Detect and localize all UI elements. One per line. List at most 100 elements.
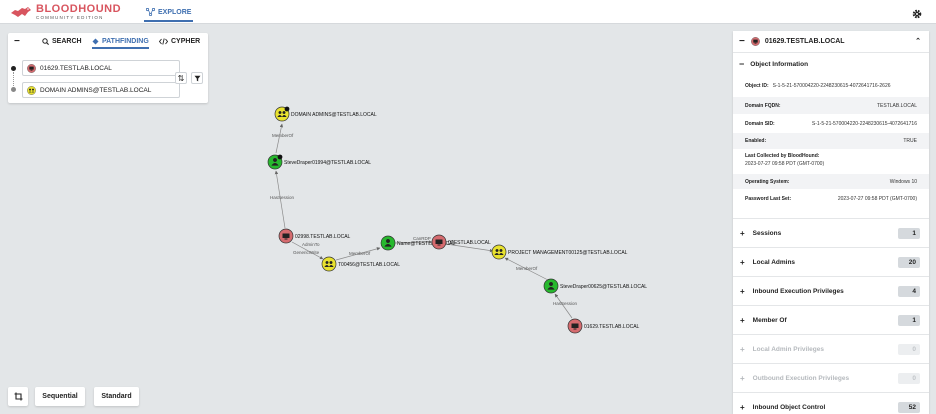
bloodhound-logo-icon [11, 7, 31, 17]
graph-node-group[interactable]: DOMAIN ADMINS@TESTLAB.LOCAL [274, 106, 377, 122]
entity-header: − 01629.TESTLAB.LOCAL ⌃ [733, 31, 929, 53]
gear-icon [912, 9, 922, 19]
graph-node-label: 02998.TESTLAB.LOCAL [295, 234, 351, 240]
entity-title: 01629.TESTLAB.LOCAL [764, 38, 845, 45]
graph-svg: MemberOf HasSession AdminTo GenericWrite… [267, 106, 647, 334]
edge-label: HasSession [270, 195, 295, 200]
section-inbound-object-control[interactable]: + Inbound Object Control 52 [733, 392, 929, 414]
layout-button[interactable] [8, 387, 28, 406]
graph-node-group[interactable]: PROJECT MANAGEMENT00125@TESTLAB.LOCAL [491, 244, 628, 260]
edge-label: GenericWrite [293, 250, 320, 255]
count-badge: 0 [898, 373, 920, 384]
graph-node-computer[interactable]: 01629.TESTLAB.LOCAL [567, 318, 640, 334]
node-badge [284, 106, 290, 112]
edge-label: AdminTo [302, 242, 320, 247]
node-badge [277, 154, 283, 160]
prop-domain-fqdn: Domain FQDN: TESTLAB.LOCAL [733, 97, 929, 114]
nav-explore-label: EXPLORE [158, 8, 192, 16]
group-node-icon [27, 85, 36, 95]
explore-icon [146, 8, 155, 16]
graph-node-label: DOMAIN ADMINS@TESTLAB.LOCAL [291, 112, 377, 118]
nav-explore-tab[interactable]: EXPLORE [144, 4, 194, 22]
start-node-input[interactable]: 01629.TESTLAB.LOCAL [22, 60, 180, 76]
section-local-admin-privileges: + Local Admin Privileges 0 [733, 334, 929, 363]
minus-icon: − [739, 59, 745, 69]
tab-cypher[interactable]: CYPHER [159, 38, 200, 45]
collapse-search-button[interactable]: − [14, 36, 20, 47]
settings-button[interactable] [912, 6, 922, 24]
edge-label: MemberOf [349, 251, 371, 256]
computer-node-icon [27, 63, 36, 73]
end-node-input[interactable]: DOMAIN ADMINS@TESTLAB.LOCAL [22, 82, 180, 98]
prop-password-last-set: Password Last Set: 2023-07-27 09:58 PDT … [745, 195, 917, 202]
brand-name: BLOODHOUND [36, 2, 122, 15]
section-sessions[interactable]: + Sessions 1 [733, 218, 929, 247]
entity-info-panel: − 01629.TESTLAB.LOCAL ⌃ − Object Informa… [733, 31, 929, 414]
edge-label: CanRDP [413, 236, 431, 241]
end-bullet [11, 87, 16, 92]
graph-edge[interactable] [504, 257, 549, 281]
prop-last-collected: Last Collected by BloodHound: 2023-07-27… [745, 153, 825, 167]
collapse-up-icon[interactable]: ⌃ [915, 38, 921, 45]
computer-node-icon [750, 37, 760, 46]
graph-node-label: T00456@TESTLAB.LOCAL [338, 262, 400, 268]
plus-icon: + [740, 286, 745, 296]
count-badge: 20 [898, 257, 920, 268]
count-badge: 1 [898, 315, 920, 326]
start-node-value: 01629.TESTLAB.LOCAL [40, 64, 112, 72]
top-bar: BLOODHOUND COMMUNITY EDITION EXPLORE [0, 0, 936, 24]
graph-node-label: 01629.TESTLAB.LOCAL [584, 324, 640, 330]
graph-node-user[interactable]: Name@TESTLAB.LOCAL [380, 235, 456, 251]
graph-node-group[interactable]: T00456@TESTLAB.LOCAL [321, 256, 400, 272]
graph-edge[interactable] [554, 293, 573, 319]
plus-icon: + [740, 373, 745, 383]
graph-node-label: 0TESTLAB.LOCAL [448, 240, 491, 246]
count-badge: 4 [898, 286, 920, 297]
count-badge: 0 [898, 344, 920, 355]
end-node-value: DOMAIN ADMINS@TESTLAB.LOCAL [40, 86, 152, 94]
object-info-title: Object Information [750, 60, 809, 68]
code-icon [159, 38, 168, 45]
graph-node-computer[interactable]: 02998.TESTLAB.LOCAL [278, 228, 351, 244]
collapse-panel-button[interactable]: − [739, 36, 745, 47]
standard-layout-button[interactable]: Standard [94, 387, 139, 406]
sequential-layout-button[interactable]: Sequential [35, 387, 85, 406]
graph-edge[interactable] [335, 247, 381, 261]
object-info-header[interactable]: − Object Information [733, 53, 929, 75]
graph-canvas[interactable]: MemberOf HasSession AdminTo GenericWrite… [0, 24, 728, 414]
search-tabs: − SEARCH PATHFINDING CYPHER [8, 33, 208, 51]
plus-icon: + [740, 257, 745, 267]
tab-pathfinding[interactable]: PATHFINDING [92, 38, 149, 49]
graph-node-computer[interactable]: 0TESTLAB.LOCAL [431, 234, 491, 250]
graph-node-label: SteveDraper01994@TESTLAB.LOCAL [284, 160, 371, 166]
graph-node-user[interactable]: SteveDraper01994@TESTLAB.LOCAL [267, 154, 371, 170]
graph-node-label: Name@TESTLAB.LOCAL [397, 241, 456, 247]
graph-edge[interactable] [394, 240, 433, 244]
graph-node-user[interactable]: SteveDraper00625@TESTLAB.LOCAL [543, 278, 647, 294]
section-outbound-execution-privileges: + Outbound Execution Privileges 0 [733, 363, 929, 392]
count-badge: 1 [898, 228, 920, 239]
tab-cypher-label: CYPHER [171, 38, 201, 45]
path-connector [13, 72, 14, 86]
graph-edge[interactable] [445, 243, 494, 253]
prop-object-id: Object ID: S-1-5-21-570004220-2248230615… [745, 83, 891, 89]
edge-label: MemberOf [516, 266, 538, 271]
brand-subtitle: COMMUNITY EDITION [36, 14, 104, 20]
graph-edge[interactable] [291, 241, 324, 260]
tab-search[interactable]: SEARCH [42, 38, 82, 45]
section-inbound-execution-privileges[interactable]: + Inbound Execution Privileges 4 [733, 276, 929, 305]
graph-edge[interactable] [275, 123, 284, 154]
tab-search-label: SEARCH [52, 38, 82, 45]
plus-icon: + [740, 315, 745, 325]
swap-nodes-button[interactable]: ⇅ [175, 72, 187, 84]
graph-node-label: PROJECT MANAGEMENT00125@TESTLAB.LOCAL [508, 250, 628, 256]
brand-logo[interactable]: BLOODHOUND COMMUNITY EDITION [10, 2, 121, 22]
pathfinding-icon [92, 38, 99, 45]
section-local-admins[interactable]: + Local Admins 20 [733, 247, 929, 276]
graph-edge[interactable] [274, 170, 286, 229]
count-badge: 52 [898, 402, 920, 413]
edge-filter-button[interactable] [191, 72, 203, 84]
section-member-of[interactable]: + Member Of 1 [733, 305, 929, 334]
prop-operating-system: Operating System: Windows 10 [733, 174, 929, 189]
edge-label: MemberOf [272, 133, 294, 138]
